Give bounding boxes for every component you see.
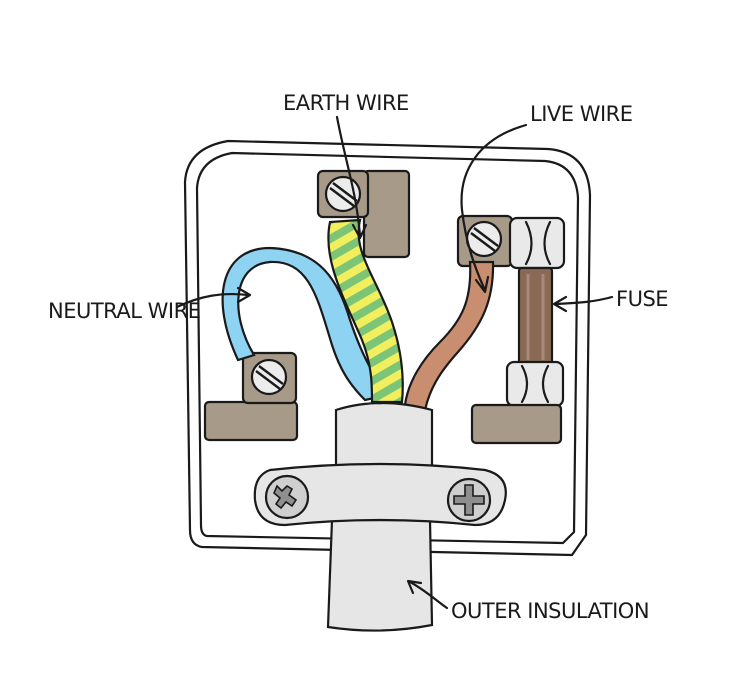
- outer-insulation-pointer-arrow: [406, 579, 449, 610]
- earth-pointer-arrow: [335, 115, 368, 240]
- fuse-top-clip: [508, 216, 566, 270]
- cable-insulation-top: [334, 401, 434, 472]
- fuse-pointer-arrow: [552, 295, 614, 313]
- plug-casing-inner: [195, 151, 580, 545]
- live-screw-icon: [465, 220, 503, 258]
- earth-terminal-block: [362, 169, 411, 259]
- cord-grip-clamp: [253, 462, 507, 527]
- neutral-screw-icon: [250, 358, 288, 396]
- neutral-pointer-arrow: [175, 286, 252, 309]
- live-pointer-arrow: [460, 123, 528, 294]
- fuse-label: FUSE: [616, 287, 668, 311]
- fuse-bottom-clip: [505, 360, 565, 408]
- plug-casing-outer: [183, 139, 592, 557]
- outer-insulation-label: OUTER INSULATION: [451, 599, 649, 623]
- live-pin-block: [470, 403, 563, 445]
- cable-insulation-sheath: [326, 518, 434, 632]
- left-clamp-screw-icon: [264, 474, 310, 520]
- fuse-highlight: [526, 274, 545, 360]
- neutral-pin-block: [203, 400, 299, 442]
- live-wire-label: LIVE WIRE: [530, 102, 633, 126]
- earth-wire: [327, 218, 404, 404]
- fuse-body: [517, 266, 554, 368]
- neutral-wire-label: NEUTRAL WIRE: [48, 299, 200, 323]
- right-clamp-screw-icon: [446, 477, 492, 523]
- earth-wire-label: EARTH WIRE: [283, 91, 409, 115]
